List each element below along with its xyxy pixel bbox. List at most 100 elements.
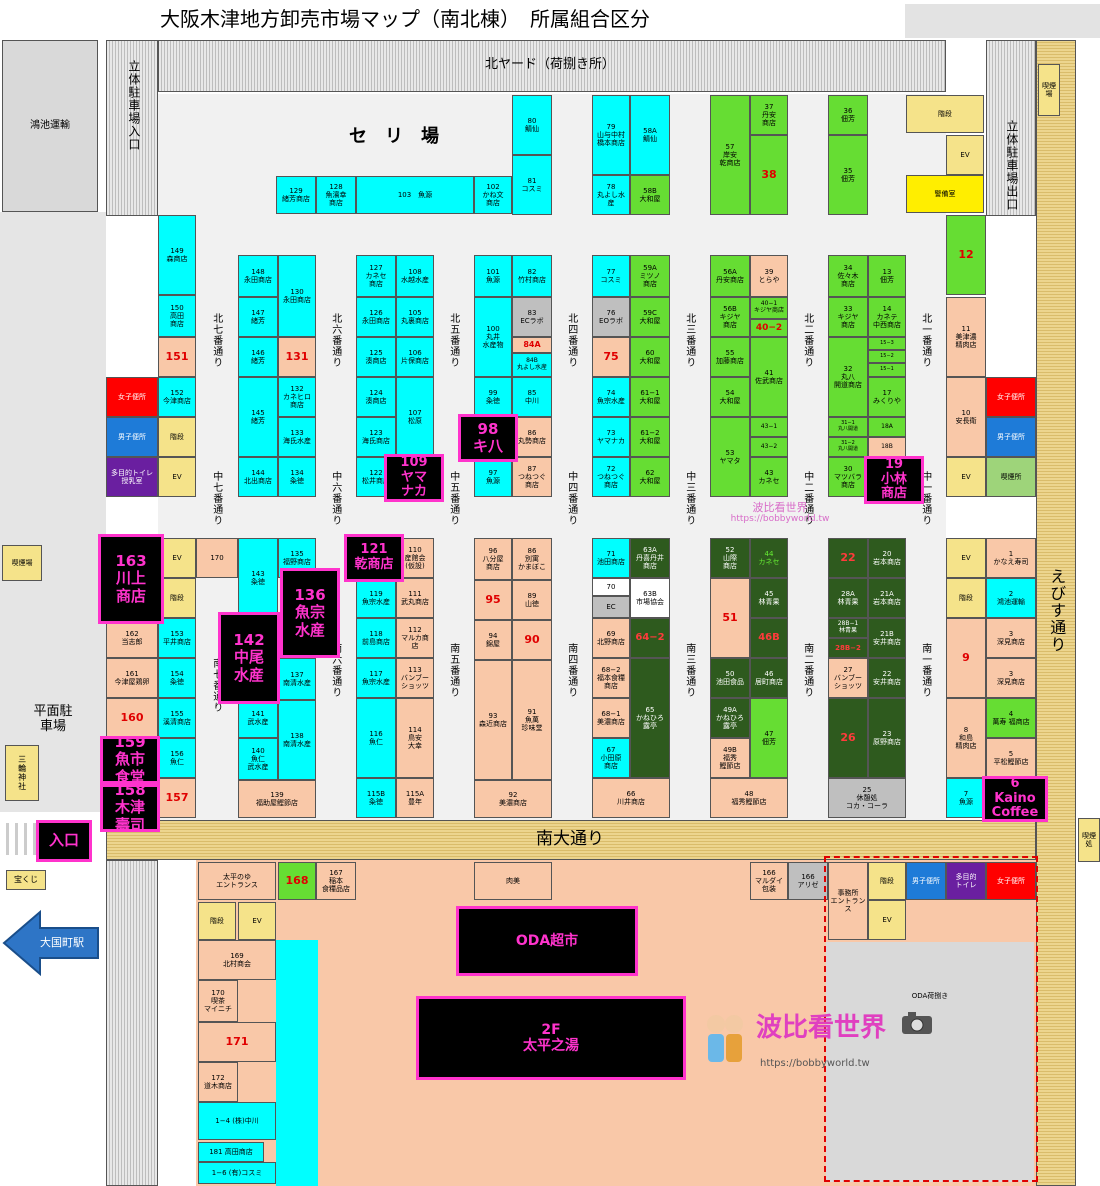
taihei-entrance: 太平のゆエントランス (198, 862, 276, 900)
cyan-column-south (276, 940, 318, 1186)
stall-38: 38 (750, 135, 788, 215)
aisle-n1: 北一番通り (919, 312, 931, 368)
left-road (0, 212, 106, 812)
station-arrow-icon (2, 909, 99, 977)
stall-ec: EC (592, 596, 630, 618)
stall-43-2: 43−2 (750, 437, 788, 457)
smoking-area-right: 喫煙処 (1078, 818, 1100, 862)
parking-entry-label: 立体駐車場入口 (126, 59, 141, 151)
logo-text: 波比看世界 (756, 1013, 887, 1043)
aisle-c1: 中一番通り (919, 470, 931, 526)
aisle-s4: 南四番通り (565, 642, 577, 698)
smoking-room-right: 喫煙所 (986, 457, 1036, 497)
parking-exit-label: 立体駐車場出口 (1004, 119, 1019, 211)
aisle-n7: 北七番通り (210, 312, 222, 368)
elevator-top: EV (946, 135, 984, 175)
ladies-room-left: 女子便所 (106, 377, 158, 417)
top-right-block (905, 4, 1100, 38)
south-left-strip (106, 860, 158, 1186)
stall-168: 168 (278, 862, 316, 900)
elevator-right: EV (946, 457, 986, 497)
entrance-label: 入口 (36, 820, 92, 862)
aisle-s5: 南五番通り (447, 642, 459, 698)
stall-64-2: 64−2 (630, 618, 670, 658)
station-label: 大国町駅 (40, 935, 84, 949)
aisle-c2: 中二番通り (801, 470, 813, 526)
stall-84a: 84A (512, 337, 552, 353)
stall-46b: 46B (750, 618, 788, 658)
konoike-building: 鴻池運輸 (2, 40, 98, 212)
lottery-booth: 宝くじ (6, 870, 46, 890)
stall-70: 70 (592, 578, 630, 596)
stairs-left: 階段 (158, 417, 196, 457)
aisle-s1: 南一番通り (919, 642, 931, 698)
miwa-shrine: 三輪神社 (5, 745, 39, 801)
south-street-label: 南大通り (536, 829, 604, 850)
parking-lot: 平面駐車場 (33, 704, 73, 734)
aisle-n5: 北五番通り (447, 312, 459, 368)
ladies-room-right: 女子便所 (986, 377, 1036, 417)
stall-28b2: 28B−2 (828, 638, 868, 658)
aisle-s3: 南三番通り (683, 642, 695, 698)
stall-157: 157 (158, 778, 196, 818)
stairs-s1: 階段 (946, 578, 986, 618)
aisle-s2: 南二番通り (801, 642, 813, 698)
stairs-south: 階段 (868, 862, 906, 900)
stall-22: 22 (828, 538, 868, 578)
stall-75: 75 (592, 337, 630, 377)
aisle-c4: 中四番通り (565, 470, 577, 526)
